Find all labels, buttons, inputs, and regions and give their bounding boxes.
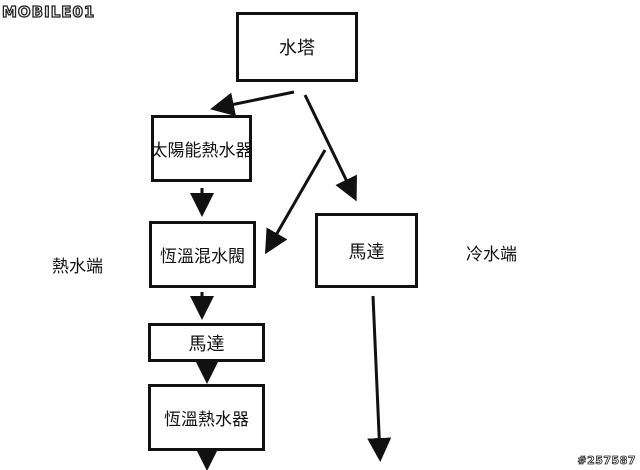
arrow-pump-right-out [367, 295, 392, 462]
node-pump-left-label: 馬達 [188, 333, 225, 355]
node-water-tower-label: 水塔 [279, 38, 315, 59]
node-tankless-heater: 恆溫熱水器 [148, 384, 265, 451]
node-pump-left: 馬達 [148, 323, 265, 362]
node-solar-heater-label: 太陽能熱水器 [150, 141, 253, 161]
node-solar-heater: 太陽能熱水器 [150, 115, 253, 182]
node-pump-right: 馬達 [315, 213, 418, 288]
arrow-tower-to-valve [265, 149, 327, 255]
node-tankless-heater-label: 恆溫熱水器 [164, 410, 249, 430]
logo-text: MOBILE01 [1, 2, 96, 21]
node-mixing-valve: 恆溫混水閥 [149, 221, 256, 288]
hot-side-label: 熱水端 [52, 257, 103, 277]
arrow-tower-to-solar [210, 90, 295, 117]
node-pump-right-label: 馬達 [348, 241, 385, 263]
node-water-tower: 水塔 [236, 12, 358, 82]
site-logo: MOBILE01 [1, 2, 96, 21]
watermark-id: #257587 [577, 454, 636, 468]
cold-side-label: 冷水端 [466, 245, 517, 265]
arrow-tower-to-pump-right [303, 94, 357, 202]
node-mixing-valve-label: 恆溫混水閥 [160, 247, 245, 267]
